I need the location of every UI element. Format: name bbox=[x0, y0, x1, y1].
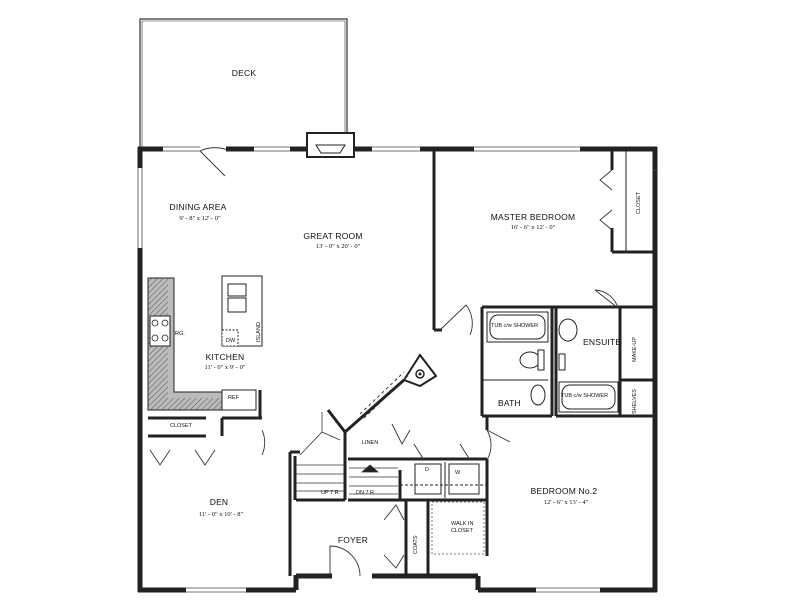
walk-in-outline bbox=[431, 501, 485, 555]
kitchen-island bbox=[221, 275, 263, 347]
kitchen-counters bbox=[147, 277, 257, 411]
exterior-walls bbox=[137, 146, 658, 593]
interior-walls bbox=[148, 151, 655, 576]
range-label: RG. bbox=[175, 331, 185, 337]
washer-label: W bbox=[455, 470, 461, 476]
den-closet-label: CLOSET bbox=[170, 423, 193, 429]
master-closet-label: CLOSET bbox=[636, 191, 642, 214]
tub2-label: TUB c/w SHOWER bbox=[561, 393, 609, 399]
makeup-label: MAKE-UP bbox=[632, 336, 638, 362]
door-swings bbox=[149, 147, 619, 577]
dw-label: DW bbox=[226, 338, 236, 344]
up-stairs-label: UP 7 R bbox=[321, 490, 339, 496]
laundry-machines bbox=[400, 463, 487, 495]
den-label: DEN bbox=[209, 497, 229, 507]
walk-in-label: WALK IN bbox=[451, 521, 474, 527]
ensuite-label: ENSUITE bbox=[583, 337, 622, 347]
den-dim: 11' - 0" x 10' - 8" bbox=[198, 511, 244, 518]
great-room-dim: 13' - 0" x 20' - 0" bbox=[315, 243, 361, 250]
island-label: ISLAND bbox=[256, 322, 262, 342]
kitchen-dim: 11' - 0" x 9' - 0" bbox=[204, 364, 246, 371]
dining-label: DINING AREA bbox=[169, 202, 227, 212]
deck-outline bbox=[139, 18, 348, 149]
master-dim: 16' - 6" x 12' - 0" bbox=[510, 224, 556, 231]
deck-label: DECK bbox=[231, 68, 257, 78]
coats-label: COATS bbox=[413, 535, 419, 554]
walk-in-closet-label: CLOSET bbox=[451, 528, 474, 534]
fireplace bbox=[306, 132, 355, 158]
dryer-label: D bbox=[425, 467, 429, 473]
stairs bbox=[296, 412, 398, 495]
master-label: MASTER BEDROOM bbox=[490, 212, 576, 222]
windows bbox=[137, 146, 657, 593]
bath-label: BATH bbox=[498, 398, 521, 408]
ref-label: REF bbox=[228, 395, 239, 401]
great-room-label: GREAT ROOM bbox=[303, 231, 363, 241]
tub1-label: TUB c/w SHOWER bbox=[491, 323, 539, 329]
down-stairs-label: DN 7 R bbox=[356, 490, 375, 496]
cased-opening bbox=[359, 371, 409, 419]
bedroom2-dim: 12' - 6" x 13' - 4" bbox=[543, 499, 589, 506]
bedroom2-label: BEDROOM No.2 bbox=[530, 486, 598, 496]
kitchen-label: KITCHEN bbox=[205, 352, 245, 362]
bath-fixtures bbox=[486, 311, 619, 413]
dining-dim: 9' - 8" x 12' - 0" bbox=[179, 215, 221, 222]
shelves-label: SHELVES bbox=[632, 389, 638, 414]
foyer-label: FOYER bbox=[337, 535, 369, 545]
linen-label: LINEN bbox=[362, 440, 379, 446]
